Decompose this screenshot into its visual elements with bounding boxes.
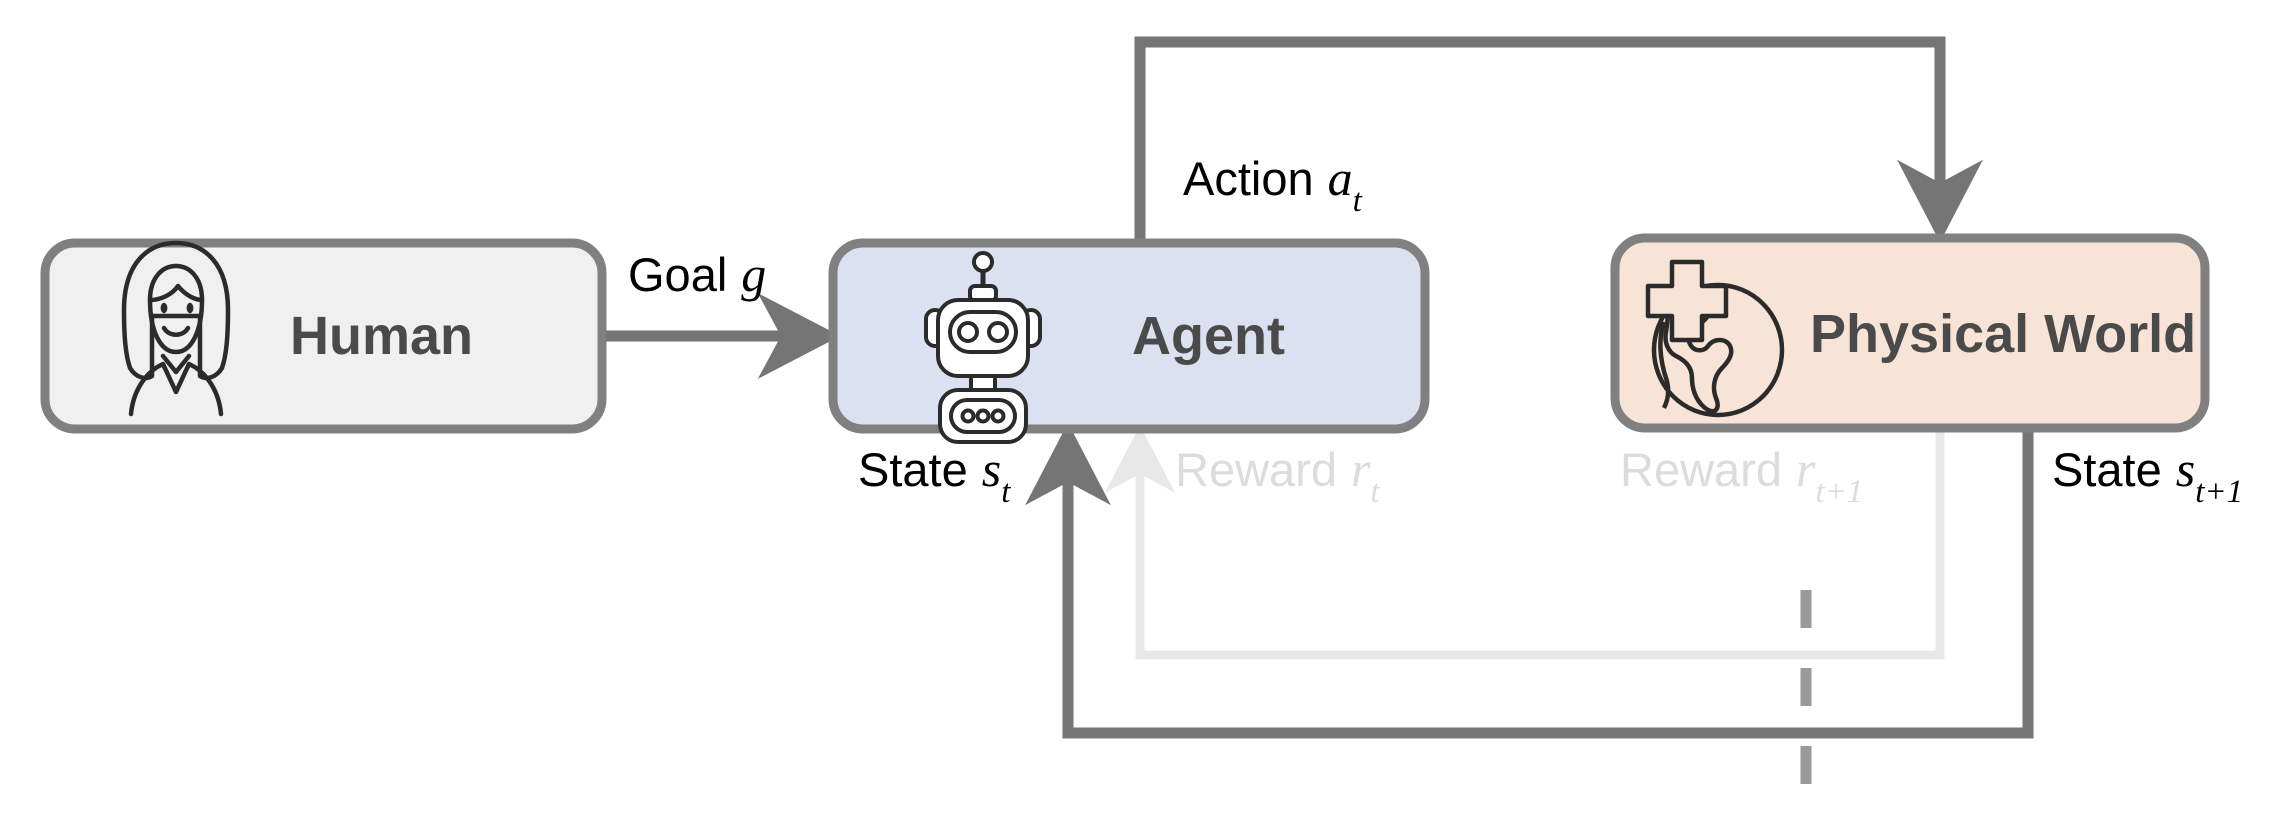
reward-t1-subscript: t+1 xyxy=(1815,474,1863,510)
action-subscript: t xyxy=(1353,183,1363,219)
edge-action-path xyxy=(1134,36,1983,243)
woman-avatar-icon xyxy=(121,240,231,417)
node-physical-world[interactable]: Physical World xyxy=(1610,233,2210,433)
globe-medical-icon xyxy=(1645,259,1785,418)
state-t1-subscript: t+1 xyxy=(2195,474,2243,510)
state-t1-symbol: s xyxy=(2176,441,2195,497)
action-symbol: a xyxy=(1328,150,1353,206)
state-t-text: State xyxy=(858,443,968,496)
robot-icon xyxy=(924,251,1042,444)
reward-t-text: Reward xyxy=(1175,443,1337,496)
reward-t1-symbol: r xyxy=(1796,441,1816,497)
reward-t-symbol: r xyxy=(1351,441,1371,497)
action-text: Action xyxy=(1183,152,1314,205)
state-t-symbol: s xyxy=(982,441,1001,497)
edge-state-path xyxy=(1025,422,2034,739)
node-agent[interactable]: Agent xyxy=(828,238,1430,444)
goal-symbol: g xyxy=(741,246,766,302)
agent-label: Agent xyxy=(1132,306,1285,366)
physical-world-label: Physical World xyxy=(1810,304,2196,364)
human-label: Human xyxy=(290,306,473,366)
state-t1-text: State xyxy=(2052,443,2162,496)
goal-text: Goal xyxy=(628,248,727,301)
reward-t1-text: Reward xyxy=(1620,443,1782,496)
state-t-subscript: t xyxy=(1001,474,1011,510)
edge-reward-path xyxy=(1104,425,1945,660)
agent-box[interactable] xyxy=(828,238,1430,434)
node-human[interactable]: Human xyxy=(40,238,607,434)
reward-t-subscript: t xyxy=(1370,474,1380,510)
